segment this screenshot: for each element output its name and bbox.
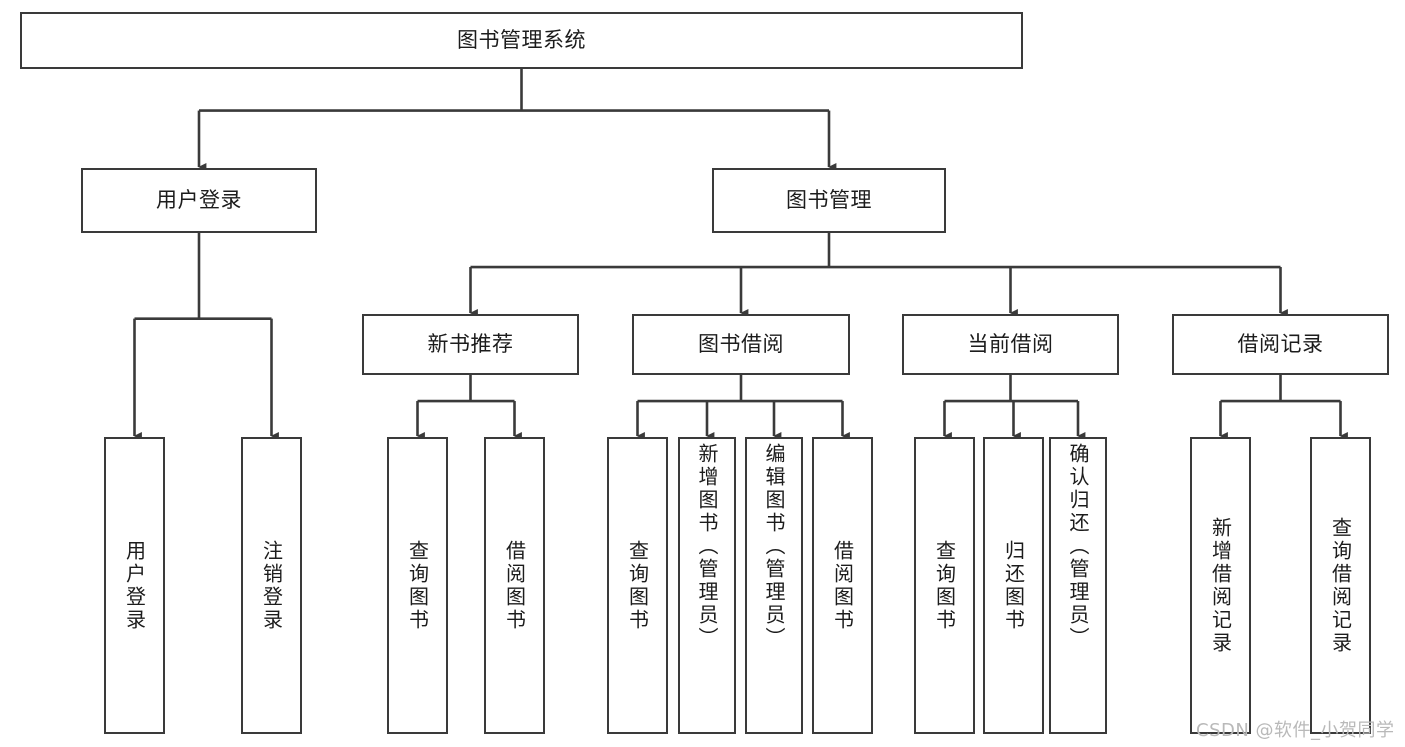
node-newbook[interactable]: 新书推荐	[362, 314, 579, 375]
node-leaf-rec-query[interactable]: 查询借阅记录	[1310, 437, 1371, 734]
node-leaf-user-logout[interactable]: 注销登录	[241, 437, 302, 734]
node-bookmgr[interactable]: 图书管理	[712, 168, 946, 233]
node-label: 新增借阅记录	[1208, 516, 1233, 655]
node-label: 注销登录	[259, 539, 284, 632]
node-label: 用户登录	[122, 539, 147, 632]
node-leaf-user-login[interactable]: 用户登录	[104, 437, 165, 734]
node-borrow[interactable]: 图书借阅	[632, 314, 850, 375]
node-current[interactable]: 当前借阅	[902, 314, 1119, 375]
node-label: 当前借阅	[967, 332, 1054, 357]
node-label: 查询图书	[405, 539, 430, 632]
node-label: 借阅图书	[502, 539, 527, 632]
watermark-text: CSDN @软件_小贺同学	[1196, 720, 1395, 741]
node-leaf-cur-return[interactable]: 归还图书	[983, 437, 1044, 734]
node-label: 新增图书（管理员）	[695, 443, 719, 650]
node-login[interactable]: 用户登录	[81, 168, 317, 233]
node-leaf-nb-query[interactable]: 查询图书	[387, 437, 448, 734]
node-label: 查询借阅记录	[1328, 516, 1353, 655]
node-label: 确认归还（管理员）	[1066, 443, 1090, 650]
node-root[interactable]: 图书管理系统	[20, 12, 1023, 69]
node-leaf-nb-borrow[interactable]: 借阅图书	[484, 437, 545, 734]
node-leaf-bo-query[interactable]: 查询图书	[607, 437, 668, 734]
node-label: 查询图书	[625, 539, 650, 632]
node-label: 编辑图书（管理员）	[762, 443, 786, 650]
node-leaf-bo-lend[interactable]: 借阅图书	[812, 437, 873, 734]
node-label: 借阅图书	[830, 539, 855, 632]
node-leaf-bo-add[interactable]: 新增图书（管理员）	[678, 437, 736, 734]
node-leaf-bo-edit[interactable]: 编辑图书（管理员）	[745, 437, 803, 734]
node-record[interactable]: 借阅记录	[1172, 314, 1389, 375]
node-label: 归还图书	[1001, 539, 1026, 632]
node-leaf-rec-add[interactable]: 新增借阅记录	[1190, 437, 1251, 734]
node-label: 用户登录	[156, 188, 242, 213]
node-label: 查询图书	[932, 539, 957, 632]
node-label: 图书管理系统	[457, 28, 586, 53]
node-label: 借阅记录	[1237, 332, 1324, 357]
node-label: 图书借阅	[698, 332, 784, 357]
node-leaf-cur-query[interactable]: 查询图书	[914, 437, 975, 734]
node-leaf-cur-confirm[interactable]: 确认归还（管理员）	[1049, 437, 1107, 734]
node-label: 图书管理	[786, 188, 872, 213]
node-label: 新书推荐	[427, 332, 514, 357]
